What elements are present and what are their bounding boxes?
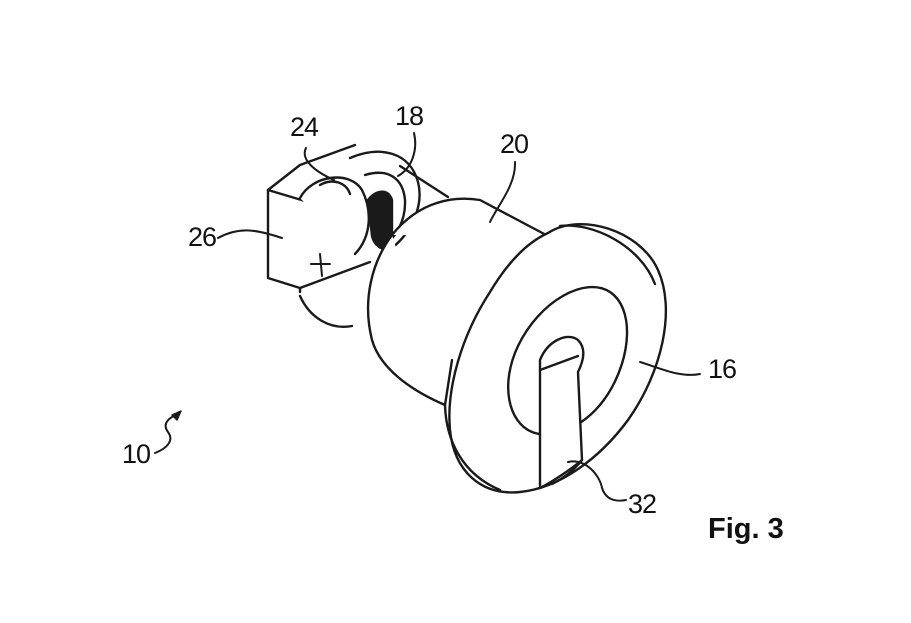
leader-20 [489,161,517,223]
disc-24 [298,176,370,256]
leader-26 [217,229,283,239]
leader-24 [303,147,335,181]
label-32: 32 [628,489,657,519]
label-20: 20 [500,129,529,159]
key-slot-32 [538,335,585,490]
label-24: 24 [290,112,319,142]
leader-10 [154,413,179,454]
arrow-10-head [171,410,182,421]
cylinder-body-20 [366,197,550,407]
leader-16 [639,361,701,376]
label-16: 16 [708,354,737,384]
figure-caption: Fig. 3 [708,513,784,545]
label-10: 10 [122,439,151,469]
label-26: 26 [188,222,217,252]
label-18: 18 [395,101,424,131]
rear-disc-lower-edge [298,294,354,328]
leader-18 [397,132,417,177]
cross-mark [310,253,331,277]
leader-32 [567,460,627,502]
